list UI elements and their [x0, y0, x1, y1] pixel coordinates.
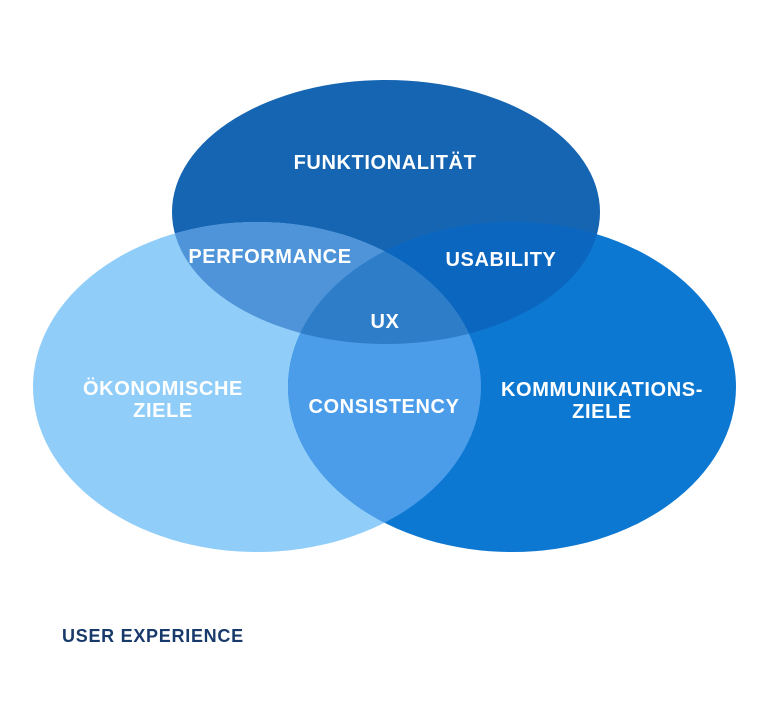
label-ux: UX — [370, 311, 400, 333]
overlap-ux-region — [288, 222, 481, 344]
label-consistency: CONSISTENCY — [308, 396, 460, 418]
label-kommunikations-ziele-line2: ZIELE — [572, 401, 632, 423]
label-oekonomische-ziele-line2: ZIELE — [133, 400, 193, 422]
label-oekonomische-ziele-line1: ÖKONOMISCHE — [83, 378, 243, 400]
label-usability: USABILITY — [445, 249, 557, 271]
label-oekonomische-ziele: ÖKONOMISCHE ZIELE — [38, 378, 288, 422]
caption-user-experience: USER EXPERIENCE — [62, 626, 244, 646]
label-kommunikations-ziele: KOMMUNIKATIONS- ZIELE — [462, 379, 742, 423]
label-kommunikations-ziele-line1: KOMMUNIKATIONS- — [501, 379, 703, 401]
label-performance: PERFORMANCE — [188, 246, 352, 268]
label-funktionalitaet: FUNKTIONALITÄT — [293, 152, 477, 174]
